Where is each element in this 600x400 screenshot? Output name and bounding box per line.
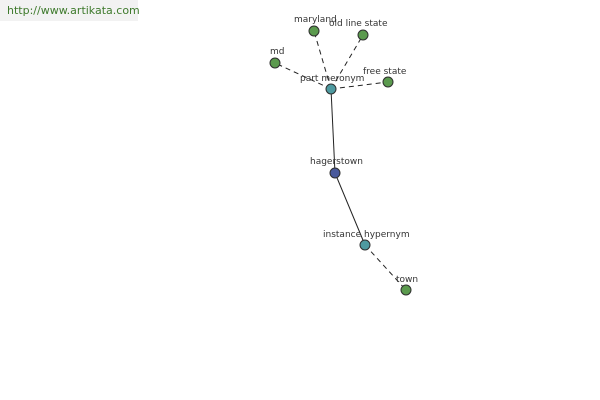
node-circle-part-meronym[interactable] (325, 83, 337, 95)
node-circle-old-line-state[interactable] (357, 29, 369, 41)
node-label-maryland: maryland (294, 15, 337, 25)
graph-edges (274, 30, 407, 291)
url-banner: http://www.artikata.com (0, 0, 140, 21)
node-town[interactable]: town (396, 275, 418, 296)
url-link[interactable]: http://www.artikata.com (7, 4, 140, 17)
node-part-meronym[interactable]: part meronym (300, 74, 364, 95)
node-circle-hagerstown[interactable] (329, 167, 341, 179)
node-label-hagerstown: hagerstown (310, 157, 363, 167)
node-circle-town[interactable] (400, 284, 412, 296)
node-old-line-state[interactable]: old line state (329, 19, 388, 41)
node-circle-maryland[interactable] (308, 25, 320, 37)
node-free-state[interactable]: free state (363, 67, 407, 88)
edge-part-meronym-to-old-line-state (330, 34, 364, 90)
node-label-free-state: free state (363, 67, 407, 77)
node-circle-instance-hypernym[interactable] (359, 239, 371, 251)
edge-part-meronym-to-maryland (313, 30, 332, 90)
node-label-part-meronym: part meronym (300, 74, 364, 84)
edge-part-meronym-to-free-state (330, 81, 389, 90)
node-instance-hypernym[interactable]: instance hypernym (323, 230, 410, 251)
node-label-town: town (396, 275, 418, 285)
edge-instance-hypernym-to-town (364, 244, 407, 291)
edge-hagerstown-to-instance-hypernym (334, 172, 366, 246)
node-hagerstown[interactable]: hagerstown (310, 157, 363, 179)
node-maryland[interactable]: maryland (294, 15, 337, 37)
node-label-instance-hypernym: instance hypernym (323, 230, 410, 240)
edge-hagerstown-to-part-meronym (330, 88, 336, 174)
node-circle-md[interactable] (269, 57, 281, 69)
edge-part-meronym-to-md (274, 62, 332, 90)
node-label-md: md (270, 47, 284, 57)
node-label-old-line-state: old line state (329, 19, 388, 29)
node-circle-free-state[interactable] (382, 76, 394, 88)
node-md[interactable]: md (269, 47, 284, 69)
